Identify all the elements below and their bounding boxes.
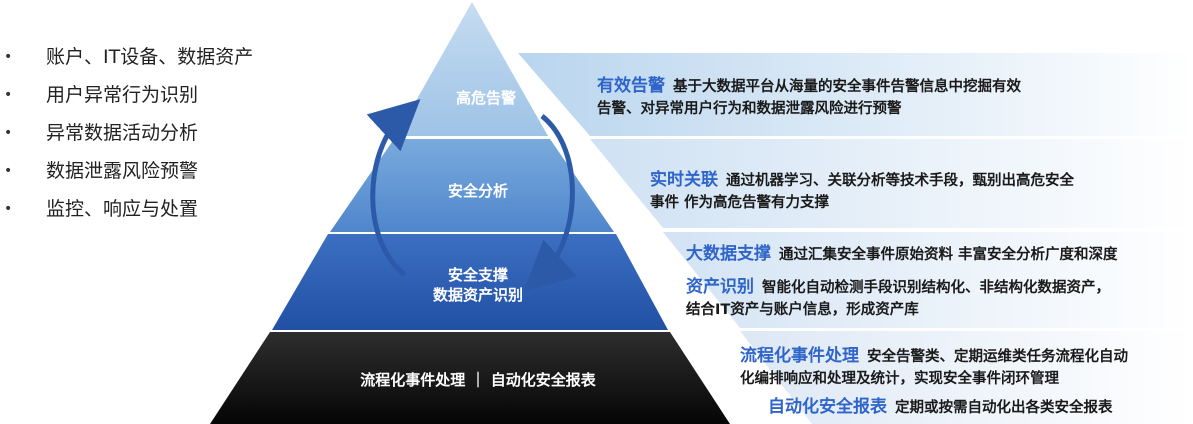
band-support [663,232,1193,328]
tier-third-label-2: 数据资产识别 [433,286,523,304]
desc-bigdata-line1: 通过汇集安全事件原始资料 丰富安全分析广度和深度 [779,247,1118,263]
desc-alert-line2: 告警、对异常用户行为和数据泄露风险进行预警 [597,101,902,117]
bullet-text: 账户、IT设备、数据资产 [46,46,254,68]
bullet-list: • 账户、IT设备、数据资产 • 用户异常行为识别 • 异常数据活动分析 • 数据泄露风… [4,42,253,232]
desc-correlation: 实时关联通过机器学习、关联分析等技术手段，甄别出高危安全 事件 作为高危告警有力… [650,169,1074,214]
desc-bigdata: 大数据支撑通过汇集安全事件原始资料 丰富安全分析广度和深度 [686,243,1118,266]
pyramid-tier-base [210,332,730,424]
bullet-text: 异常数据活动分析 [46,122,199,144]
desc-correlation-line1: 通过机器学习、关联分析等技术手段，甄别出高危安全 [726,173,1074,189]
bullet-item: • 数据泄露风险预警 [4,156,253,194]
desc-alert: 有效告警基于大数据平台从海量的安全事件告警信息中挖掘有效 告警、对异常用户行为和… [597,75,1021,120]
tier-base-label: 流程化事件处理 ｜ 自动化安全报表 [360,371,596,389]
desc-process: 流程化事件处理安全告警类、定期运维类任务流程化自动 化编排响应和处理及统计，实现… [740,345,1128,390]
bullet-marker: • [4,201,13,217]
tier-third-label-1: 安全支撑 [448,266,508,284]
desc-process-line2: 化编排响应和处理及统计，实现安全事件闭环管理 [740,371,1059,387]
bullet-text: 监控、响应与处置 [46,198,199,220]
desc-report: 自动化安全报表定期或按需自动化出各类安全报表 [768,396,1113,419]
desc-asset-line2: 结合IT资产与账户信息，形成资产库 [686,302,919,318]
desc-correlation-line2: 事件 作为高危告警有力支撑 [650,195,830,211]
band-alert [518,53,1193,136]
bullet-item: • 异常数据活动分析 [4,118,253,156]
band-process [740,331,1193,424]
desc-report-title: 自动化安全报表 [768,397,887,417]
tier-top-label: 高危告警 [456,89,516,107]
desc-asset-line1: 智能化自动检测手段识别结构化、非结构化数据资产， [762,280,1110,296]
bullet-marker: • [4,163,13,179]
desc-alert-title: 有效告警 [597,76,665,96]
desc-bigdata-title: 大数据支撑 [686,244,771,264]
desc-process-line1: 安全告警类、定期运维类任务流程化自动 [867,349,1128,365]
cycle-arrow-up-icon [366,99,421,277]
bullet-item: • 用户异常行为识别 [4,80,253,118]
band-correlation [590,139,1193,228]
desc-asset: 资产识别智能化自动检测手段识别结构化、非结构化数据资产， 结合IT资产与账户信息… [686,276,1110,321]
bullet-marker: • [4,49,13,65]
bullet-marker: • [4,87,13,103]
desc-alert-line1: 基于大数据平台从海量的安全事件告警信息中挖掘有效 [673,79,1021,95]
bullet-item: • 账户、IT设备、数据资产 [4,42,253,80]
bullet-text: 数据泄露风险预警 [46,160,199,182]
bullet-marker: • [4,125,13,141]
tier-second-label: 安全分析 [448,182,508,200]
desc-report-line1: 定期或按需自动化出各类安全报表 [895,400,1113,416]
bullet-item: • 监控、响应与处置 [4,194,253,232]
desc-asset-title: 资产识别 [686,277,754,297]
bullet-text: 用户异常行为识别 [46,84,199,106]
desc-correlation-title: 实时关联 [650,170,718,190]
pyramid-tier-second [330,139,614,232]
desc-process-title: 流程化事件处理 [740,346,859,366]
pyramid-tier-top [396,2,548,136]
cycle-arrow-down-icon [523,114,578,292]
